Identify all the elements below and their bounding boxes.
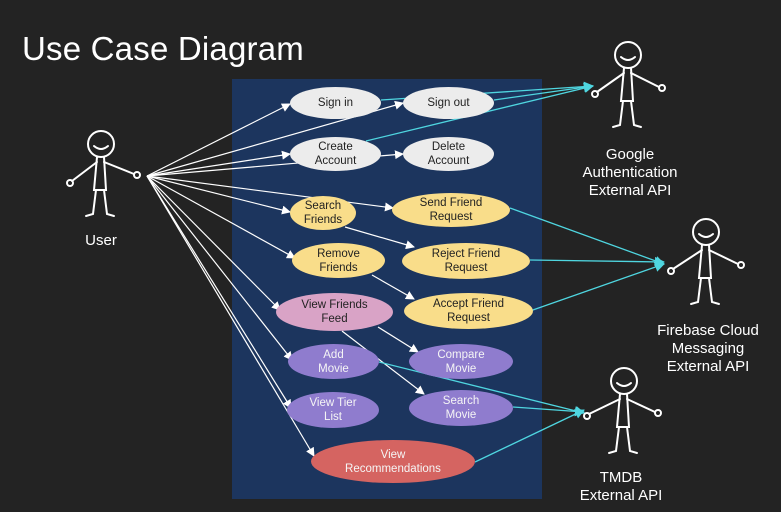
edge-sign-out-google <box>493 82 594 101</box>
usecase-send-friend-request: Send Friend Request <box>392 193 510 227</box>
edge-search-to-reject <box>344 226 415 250</box>
edge-user-search-friends <box>146 175 291 215</box>
usecase-create-account: Create Account <box>290 137 381 171</box>
google-actor-figure <box>591 41 666 128</box>
usecase-delete-account: Delete Account <box>403 137 494 171</box>
usecase-reject-friend-request: Reject Friend Request <box>402 243 530 279</box>
firebase-actor-figure <box>667 218 745 305</box>
usecase-view-recommendations: View Recommendations <box>311 440 475 483</box>
edge-user-send-friend-request <box>146 175 394 212</box>
usecase-accept-friend-request: Accept Friend Request <box>404 293 533 329</box>
edge-user-create-account <box>146 150 291 177</box>
edge-user-view-recommendations <box>146 175 315 457</box>
edge-reject-request-firebase <box>529 256 665 267</box>
tmdb-actor-figure <box>583 367 662 454</box>
usecase-view-tier-list: View Tier List <box>287 392 379 428</box>
edge-send-request-firebase <box>509 207 665 266</box>
diagram-title: Use Case Diagram <box>22 30 304 67</box>
user-actor-figure <box>66 130 141 217</box>
usecase-search-friends: Search Friends <box>290 196 356 230</box>
edge-feed-to-compare <box>377 326 419 353</box>
edge-search-movie-tmdb <box>512 406 585 417</box>
usecase-sign-in: Sign in <box>290 87 381 119</box>
edge-recommendations-tmdb <box>474 409 585 463</box>
usecase-view-friends-feed: View Friends Feed <box>276 293 393 331</box>
edge-accept-request-firebase <box>529 262 665 312</box>
usecase-add-movie: Add Movie <box>288 344 379 379</box>
edge-add-movie-tmdb <box>378 361 585 416</box>
edge-user-view-tier-list <box>146 175 292 409</box>
usecase-remove-friends: Remove Friends <box>292 243 385 278</box>
edge-user-add-movie <box>146 175 293 361</box>
google-actor-label: Google Authentication External API <box>582 146 678 199</box>
usecase-compare-movie: Compare Movie <box>409 344 513 379</box>
usecase-sign-out: Sign out <box>403 87 494 119</box>
user-actor-label: User <box>85 232 117 249</box>
edge-user-view-friends-feed <box>146 175 281 311</box>
usecase-search-movie: Search Movie <box>409 390 513 426</box>
edge-user-sign-in <box>146 103 291 177</box>
system-boundary <box>232 79 542 499</box>
tmdb-actor-label: TMDB External API <box>579 469 663 504</box>
edge-user-remove-friends <box>146 175 296 259</box>
firebase-actor-label: Firebase Cloud Messaging External API <box>657 322 759 375</box>
edge-remove-to-accept <box>371 274 415 300</box>
